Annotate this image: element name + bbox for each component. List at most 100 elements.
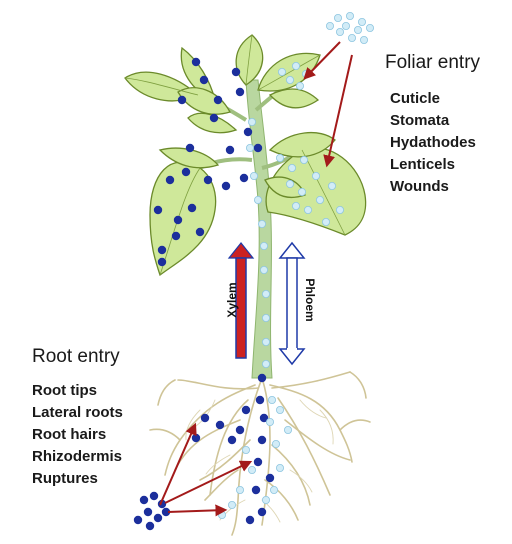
dark-particle <box>236 88 244 96</box>
dark-particle <box>146 522 154 530</box>
leaf-top-center <box>236 35 263 85</box>
foliar-item-hydathodes: Hydathodes <box>390 132 476 154</box>
light-particle <box>266 418 273 425</box>
root-item-rhizodermis: Rhizodermis <box>32 446 123 468</box>
dark-particle <box>144 508 152 516</box>
dark-particle <box>150 492 158 500</box>
dark-particle <box>134 516 142 524</box>
dark-particle <box>158 258 166 266</box>
light-particle <box>218 511 225 518</box>
light-particle <box>300 156 307 163</box>
dark-particle <box>236 426 244 434</box>
light-particle <box>278 68 285 75</box>
dark-particle <box>232 68 240 76</box>
dark-particle <box>258 508 266 516</box>
light-particle <box>326 22 333 29</box>
foliar-item-cuticle: Cuticle <box>390 88 476 110</box>
light-particle <box>276 406 283 413</box>
light-particle <box>276 464 283 471</box>
root-arrow-lower <box>168 510 225 512</box>
light-particle <box>322 218 329 225</box>
light-particle <box>262 314 269 321</box>
dark-particle <box>182 168 190 176</box>
root-item-lateral-roots: Lateral roots <box>32 402 123 424</box>
light-particle <box>366 24 373 31</box>
light-particle <box>262 360 269 367</box>
root-entry-title: Root entry <box>32 346 120 368</box>
foliar-entry-list: Cuticle Stomata Hydathodes Lenticels Wou… <box>390 88 476 198</box>
light-particle <box>288 164 295 171</box>
dark-particle <box>258 436 266 444</box>
light-particle <box>336 206 343 213</box>
light-particle <box>262 338 269 345</box>
dark-particle <box>154 206 162 214</box>
light-particle <box>236 486 243 493</box>
light-particle <box>336 28 343 35</box>
dark-particle <box>226 146 234 154</box>
dark-particle <box>244 128 252 136</box>
foliar-arrow-lower <box>327 55 352 165</box>
light-particle <box>358 18 365 25</box>
dark-particle <box>216 421 224 429</box>
dark-particle <box>140 496 148 504</box>
dark-particle <box>192 58 200 66</box>
light-particle <box>242 446 249 453</box>
dark-particle <box>192 434 200 442</box>
light-particle <box>292 202 299 209</box>
dark-particle <box>240 174 248 182</box>
dark-particle <box>214 96 222 104</box>
dark-particle <box>254 144 262 152</box>
dark-particle <box>210 114 218 122</box>
light-particle <box>270 486 277 493</box>
dark-particle <box>242 406 250 414</box>
foliar-item-wounds: Wounds <box>390 176 476 198</box>
light-particle <box>334 14 341 21</box>
dark-particle <box>186 144 194 152</box>
dark-particle <box>246 516 254 524</box>
dark-particle <box>188 204 196 212</box>
xylem-label: Xylem <box>225 270 239 330</box>
dark-particle <box>174 216 182 224</box>
light-particle <box>312 172 319 179</box>
light-particle <box>296 82 303 89</box>
light-particle <box>228 501 235 508</box>
phloem-label: Phloem <box>303 270 317 330</box>
light-particle <box>342 22 349 29</box>
light-particle <box>316 196 323 203</box>
light-particle <box>258 220 265 227</box>
dark-particle <box>178 96 186 104</box>
leaf-top-right-b <box>270 89 318 108</box>
dark-particle <box>266 474 274 482</box>
light-particle <box>248 118 255 125</box>
dark-particle <box>204 176 212 184</box>
root-entry-list: Root tips Lateral roots Root hairs Rhizo… <box>32 380 123 490</box>
light-particle <box>348 34 355 41</box>
dark-particle <box>254 458 262 466</box>
foliar-item-lenticels: Lenticels <box>390 154 476 176</box>
dark-particle <box>258 374 266 382</box>
dark-particle <box>172 232 180 240</box>
foliar-entry-title: Foliar entry <box>385 52 480 74</box>
light-particle <box>298 188 305 195</box>
light-particle <box>276 154 283 161</box>
light-particle <box>286 76 293 83</box>
root-item-ruptures: Ruptures <box>32 468 123 490</box>
root-item-root-tips: Root tips <box>32 380 123 402</box>
root-item-root-hairs: Root hairs <box>32 424 123 446</box>
light-particle <box>248 466 255 473</box>
dark-particle <box>154 514 162 522</box>
light-particle <box>260 266 267 273</box>
dark-particle <box>228 436 236 444</box>
dark-particle <box>256 396 264 404</box>
light-particle <box>262 496 269 503</box>
light-particle <box>286 180 293 187</box>
light-particle <box>268 396 275 403</box>
dark-particle <box>222 182 230 190</box>
phloem-arrow <box>280 243 304 364</box>
light-particle <box>246 144 253 151</box>
dark-particle <box>158 246 166 254</box>
dark-particle <box>200 76 208 84</box>
light-particle <box>254 196 261 203</box>
dark-particle <box>166 176 174 184</box>
